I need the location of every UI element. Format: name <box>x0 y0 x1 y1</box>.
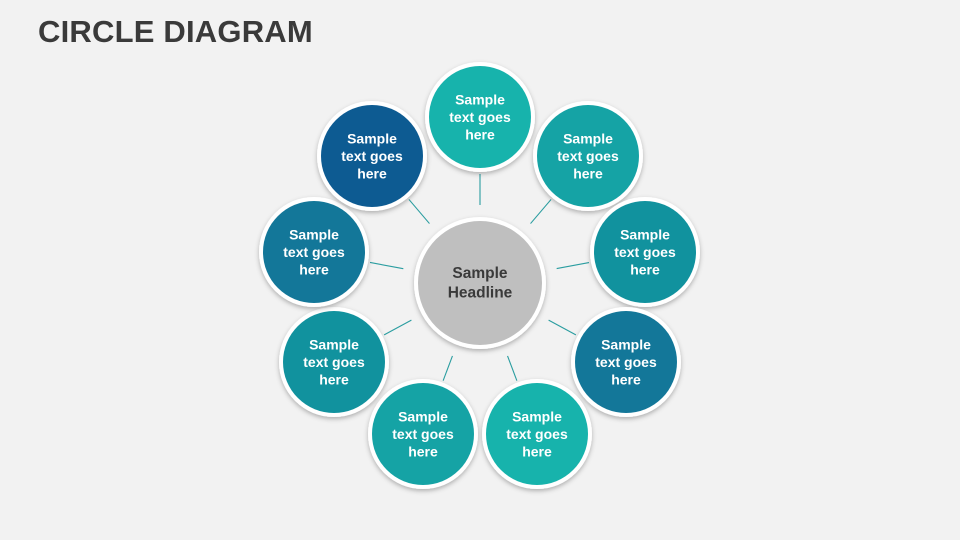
node-fill <box>429 66 531 168</box>
node-text-line: Sample <box>455 92 505 108</box>
connector-line-6 <box>442 355 453 381</box>
node-text-line: text goes <box>341 148 403 164</box>
node-text-line: Sample <box>601 337 651 353</box>
connector-line-8 <box>369 261 404 270</box>
node-text-line: here <box>522 444 552 460</box>
node-text-line: text goes <box>392 426 454 442</box>
center-headline-line: Sample <box>452 265 508 282</box>
connector-line-4 <box>548 319 577 336</box>
connector-line-7 <box>383 319 412 336</box>
connector-line-2 <box>530 199 552 224</box>
node-fill <box>537 105 639 207</box>
node-text-line: text goes <box>614 244 676 260</box>
node-text-line: text goes <box>449 109 511 125</box>
node-text-line: Sample <box>512 409 562 425</box>
node-text-line: here <box>630 262 660 278</box>
node-text-line: text goes <box>506 426 568 442</box>
node-text-line: here <box>319 372 349 388</box>
node-text-line: text goes <box>557 148 619 164</box>
node-text-line: here <box>611 372 641 388</box>
node-text-line: Sample <box>347 131 397 147</box>
node-fill <box>283 311 385 413</box>
node-fill <box>594 201 696 303</box>
node-fill <box>372 383 474 485</box>
node-text-line: text goes <box>595 354 657 370</box>
node-text-line: here <box>465 127 495 143</box>
node-text-line: text goes <box>283 244 345 260</box>
node-fill <box>263 201 365 303</box>
node-text-line: text goes <box>303 354 365 370</box>
node-text-line: Sample <box>620 227 670 243</box>
node-fill <box>321 105 423 207</box>
node-fill <box>575 311 677 413</box>
node-text-line: Sample <box>309 337 359 353</box>
connector-lines <box>369 174 590 381</box>
center-headline-line: Headline <box>448 284 513 301</box>
node-text-line: here <box>299 262 329 278</box>
node-fill <box>486 383 588 485</box>
node-text-line: here <box>357 166 387 182</box>
node-text-line: Sample <box>289 227 339 243</box>
connector-line-9 <box>408 199 430 224</box>
node-text-line: here <box>573 166 603 182</box>
node-text-line: here <box>408 444 438 460</box>
node-text-line: Sample <box>563 131 613 147</box>
slide-title: CIRCLE DIAGRAM <box>38 14 313 49</box>
connector-line-5 <box>507 355 518 381</box>
connector-line-3 <box>556 261 590 270</box>
center-fill <box>418 221 542 345</box>
node-text-line: Sample <box>398 409 448 425</box>
